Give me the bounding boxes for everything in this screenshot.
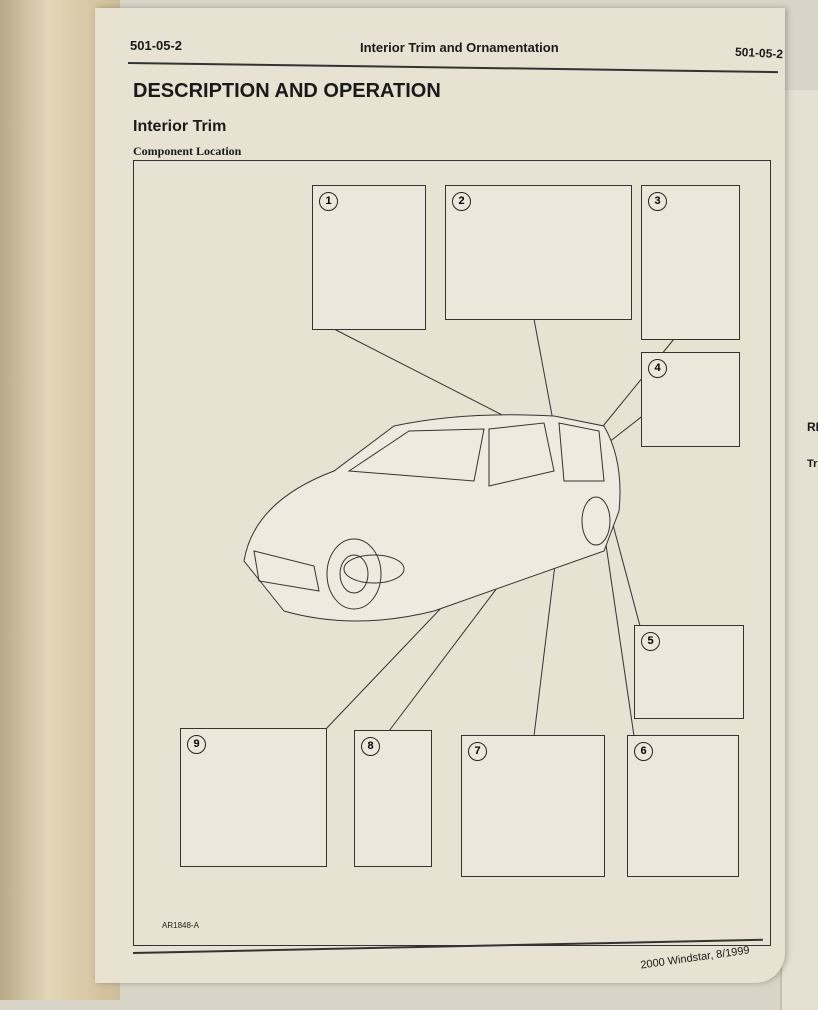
figure-id: AR1848-A — [162, 921, 199, 930]
facing-page: RE Trim — [780, 90, 818, 1010]
callout-number: 6 — [634, 742, 653, 761]
callout-number: 9 — [187, 735, 206, 754]
callout-number: 1 — [319, 192, 338, 211]
facing-page-heading: RE — [807, 420, 818, 434]
callout-6: 6 — [627, 735, 739, 877]
page-number-left: 501-05-2 — [130, 38, 183, 53]
section-title: DESCRIPTION AND OPERATION — [133, 80, 441, 102]
component-location-diagram: 1 2 3 4 5 6 7 8 9 AR1848-A — [133, 160, 771, 946]
callout-1: 1 — [312, 185, 426, 330]
van-illustration — [243, 318, 675, 737]
callout-number: 5 — [641, 632, 660, 651]
callout-4: 4 — [641, 352, 740, 447]
callout-2: 2 — [445, 185, 632, 320]
callout-number: 3 — [648, 192, 667, 211]
subsection-title: Interior Trim — [133, 118, 227, 135]
callout-5: 5 — [634, 625, 744, 719]
callout-7: 7 — [461, 735, 605, 877]
running-header-title: Interior Trim and Ornamentation — [360, 40, 559, 55]
figure-title: Component Location — [133, 144, 242, 158]
callout-number: 8 — [361, 737, 380, 756]
callout-number: 7 — [468, 742, 487, 761]
page-number-right: 501-05-2 — [734, 44, 784, 62]
callout-number: 4 — [648, 359, 667, 378]
facing-page-subheading: Trim — [807, 458, 818, 470]
callout-9: 9 — [180, 728, 327, 867]
callout-8: 8 — [354, 730, 432, 867]
callout-number: 2 — [452, 192, 471, 211]
callout-3: 3 — [641, 185, 740, 340]
